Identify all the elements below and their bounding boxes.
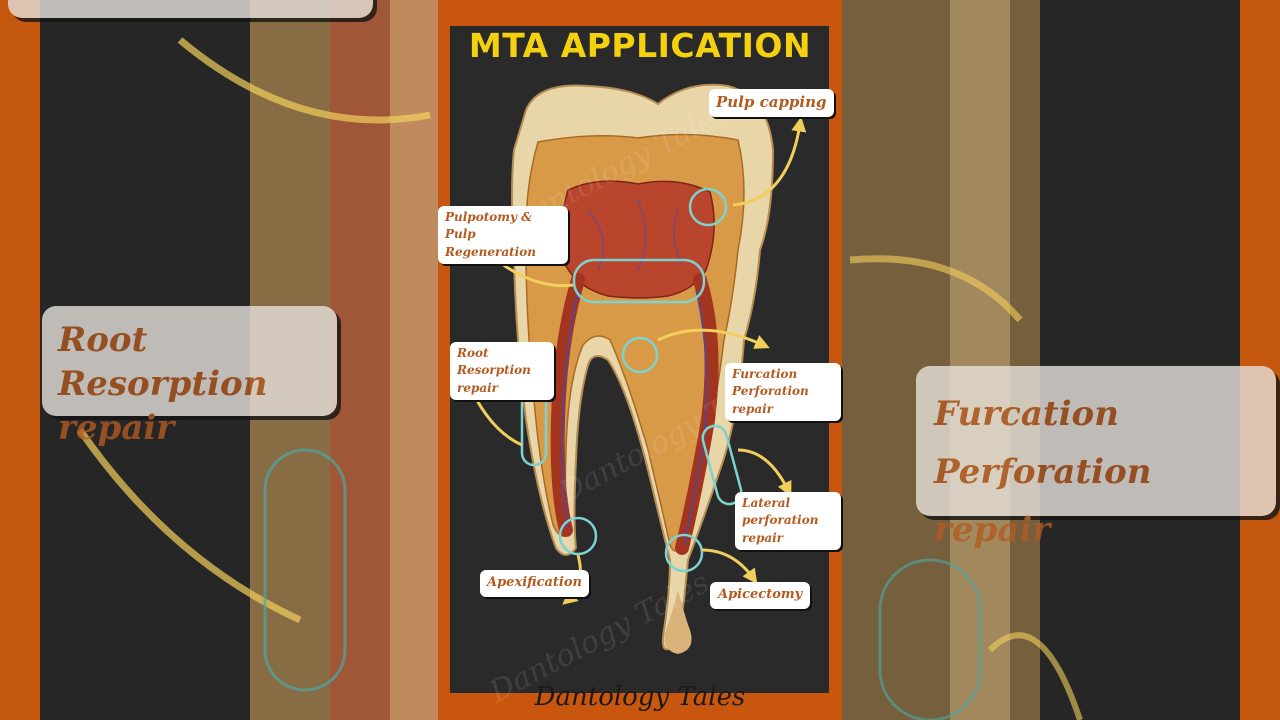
arrow-lateral (738, 450, 788, 490)
label-lateral: Lateral perforation repair (735, 492, 841, 550)
bg-label-furcation: Furcation Perforation repair (916, 366, 1276, 516)
label-apexification: Apexification (480, 570, 589, 597)
right-blurred-backdrop: Furcation Perforation repair (840, 0, 1280, 720)
left-blurred-backdrop: Root Resorption repair (0, 0, 440, 720)
right-backdrop-art (840, 0, 1280, 720)
bg-card-top-left (8, 0, 373, 18)
label-pulpotomy: Pulpotomy & Pulp Regeneration (438, 206, 568, 264)
label-furcation: Furcation Perforation repair (725, 363, 841, 421)
poster: MTA APPLICATION (438, 0, 842, 720)
signature: Dantology Tales (438, 682, 842, 712)
bg-label-root-resorption: Root Resorption repair (42, 306, 337, 416)
arrow-apicectomy (702, 550, 753, 578)
label-apicectomy: Apicectomy (710, 582, 810, 609)
label-pulp-capping: Pulp capping (709, 89, 834, 117)
label-root-resorption: Root Resorption repair (450, 342, 554, 400)
